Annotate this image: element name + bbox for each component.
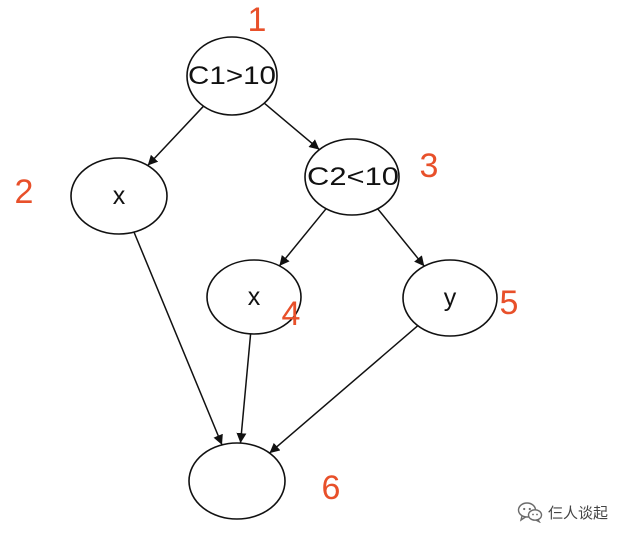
edge-layer	[133, 102, 425, 454]
node-3: C2<10 3	[304, 138, 439, 216]
node-1-label: C1>10	[188, 62, 276, 90]
node-6-shape	[188, 442, 286, 520]
node-1: C1>10 1	[186, 1, 278, 116]
edge-n5-n6	[269, 325, 419, 454]
node-4: x 4	[206, 259, 302, 335]
watermark: 仨人谈起	[517, 500, 608, 524]
node-2-number: 2	[15, 173, 34, 211]
node-1-shape	[186, 36, 278, 116]
edge-n3-n4	[278, 208, 327, 267]
edge-n1-n3	[263, 102, 320, 151]
node-3-shape	[304, 138, 400, 216]
node-3-label: C2<10	[307, 163, 399, 191]
edge-n3-n5	[377, 208, 425, 267]
node-4-label: x	[248, 283, 261, 311]
node-5: y 5	[402, 259, 519, 337]
node-4-number: 4	[282, 295, 301, 333]
watermark-text: 仨人谈起	[548, 503, 609, 522]
node-2: x 2	[15, 157, 168, 235]
node-4-shape	[206, 259, 302, 335]
node-5-shape	[402, 259, 498, 337]
node-1-number: 1	[248, 1, 267, 39]
node-6: 6	[188, 442, 341, 520]
node-6-number: 6	[322, 469, 341, 507]
wechat-icon	[517, 501, 543, 523]
edge-n1-n2	[147, 105, 205, 167]
edge-n2-n6	[133, 231, 223, 446]
node-2-label: x	[113, 182, 126, 210]
node-2-shape	[70, 157, 168, 235]
node-5-label: y	[444, 284, 457, 312]
node-3-number: 3	[420, 147, 439, 185]
edge-n4-n6	[236, 333, 252, 444]
node-5-number: 5	[500, 284, 519, 322]
